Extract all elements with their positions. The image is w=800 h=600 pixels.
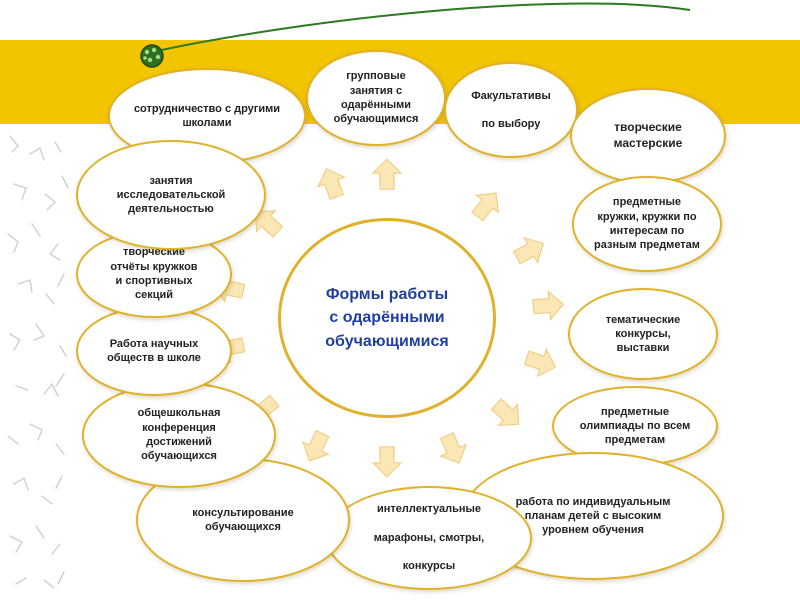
node-contests: тематические конкурсы, выставки <box>568 288 718 380</box>
arrow-7 <box>371 446 403 478</box>
node-clubs: предметные кружки, кружки по интересам п… <box>572 176 722 272</box>
node-label: работа по индивидуальным планам детей с … <box>515 495 671 537</box>
center-subtitle: с одарёнными обучающимися <box>325 309 449 350</box>
node-label: общешкольная конференция достижений обуч… <box>137 407 221 463</box>
arrow-13 <box>316 167 346 201</box>
node-research: занятия исследовательской деятельностью <box>76 140 266 250</box>
node-marathons: интеллектуальные марафоны, смотры, конку… <box>326 486 532 590</box>
center-node: Формы работы с одарёнными обучающимися <box>278 218 496 418</box>
node-label: предметные кружки, кружки по интересам п… <box>594 196 700 252</box>
top-band <box>0 0 800 40</box>
arrow-6 <box>438 432 468 464</box>
arrow-4 <box>523 347 557 378</box>
node-label: предметные олимпиады по всем предметам <box>579 405 691 447</box>
node-label: творческие отчёты кружков и спортивных с… <box>110 246 198 302</box>
arrow-1 <box>471 192 500 222</box>
node-label: занятия исследовательской деятельностью <box>116 174 226 216</box>
arrow-8 <box>301 429 330 462</box>
node-workshops: творческие мастерские <box>570 88 726 184</box>
arrow-2 <box>512 236 545 265</box>
arrow-5 <box>490 398 520 427</box>
node-group: групповые занятия с одарёнными обучающим… <box>306 50 446 146</box>
node-label: Работа научных обществ в школе <box>107 337 201 364</box>
decorative-pattern <box>7 135 69 589</box>
arrow-0 <box>371 158 403 190</box>
center-title: Формы работы <box>325 286 449 304</box>
arrow-3 <box>532 290 565 321</box>
node-olympiads: предметные олимпиады по всем предметам <box>552 386 718 466</box>
node-electives: Факультативы по выбору <box>444 62 578 158</box>
node-label: Факультативы по выбору <box>471 89 551 131</box>
node-conference: общешкольная конференция достижений обуч… <box>82 382 276 488</box>
node-label: сотрудничество с другими школами <box>133 102 281 129</box>
node-label: консультирование обучающихся <box>192 506 294 533</box>
node-societies: Работа научных обществ в школе <box>76 306 232 396</box>
node-label: творческие мастерские <box>613 120 683 150</box>
node-label: тематические конкурсы, выставки <box>605 313 681 355</box>
node-label: интеллектуальные марафоны, смотры, конку… <box>373 503 485 573</box>
node-label: групповые занятия с одарёнными обучающим… <box>333 70 419 126</box>
